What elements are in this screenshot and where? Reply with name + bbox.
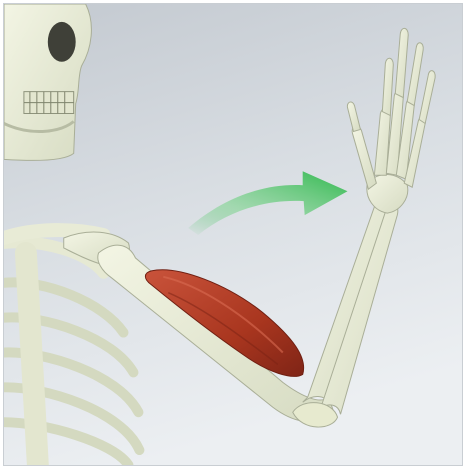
anatomy-svg [4,4,462,465]
anatomy-illustration [3,3,463,466]
